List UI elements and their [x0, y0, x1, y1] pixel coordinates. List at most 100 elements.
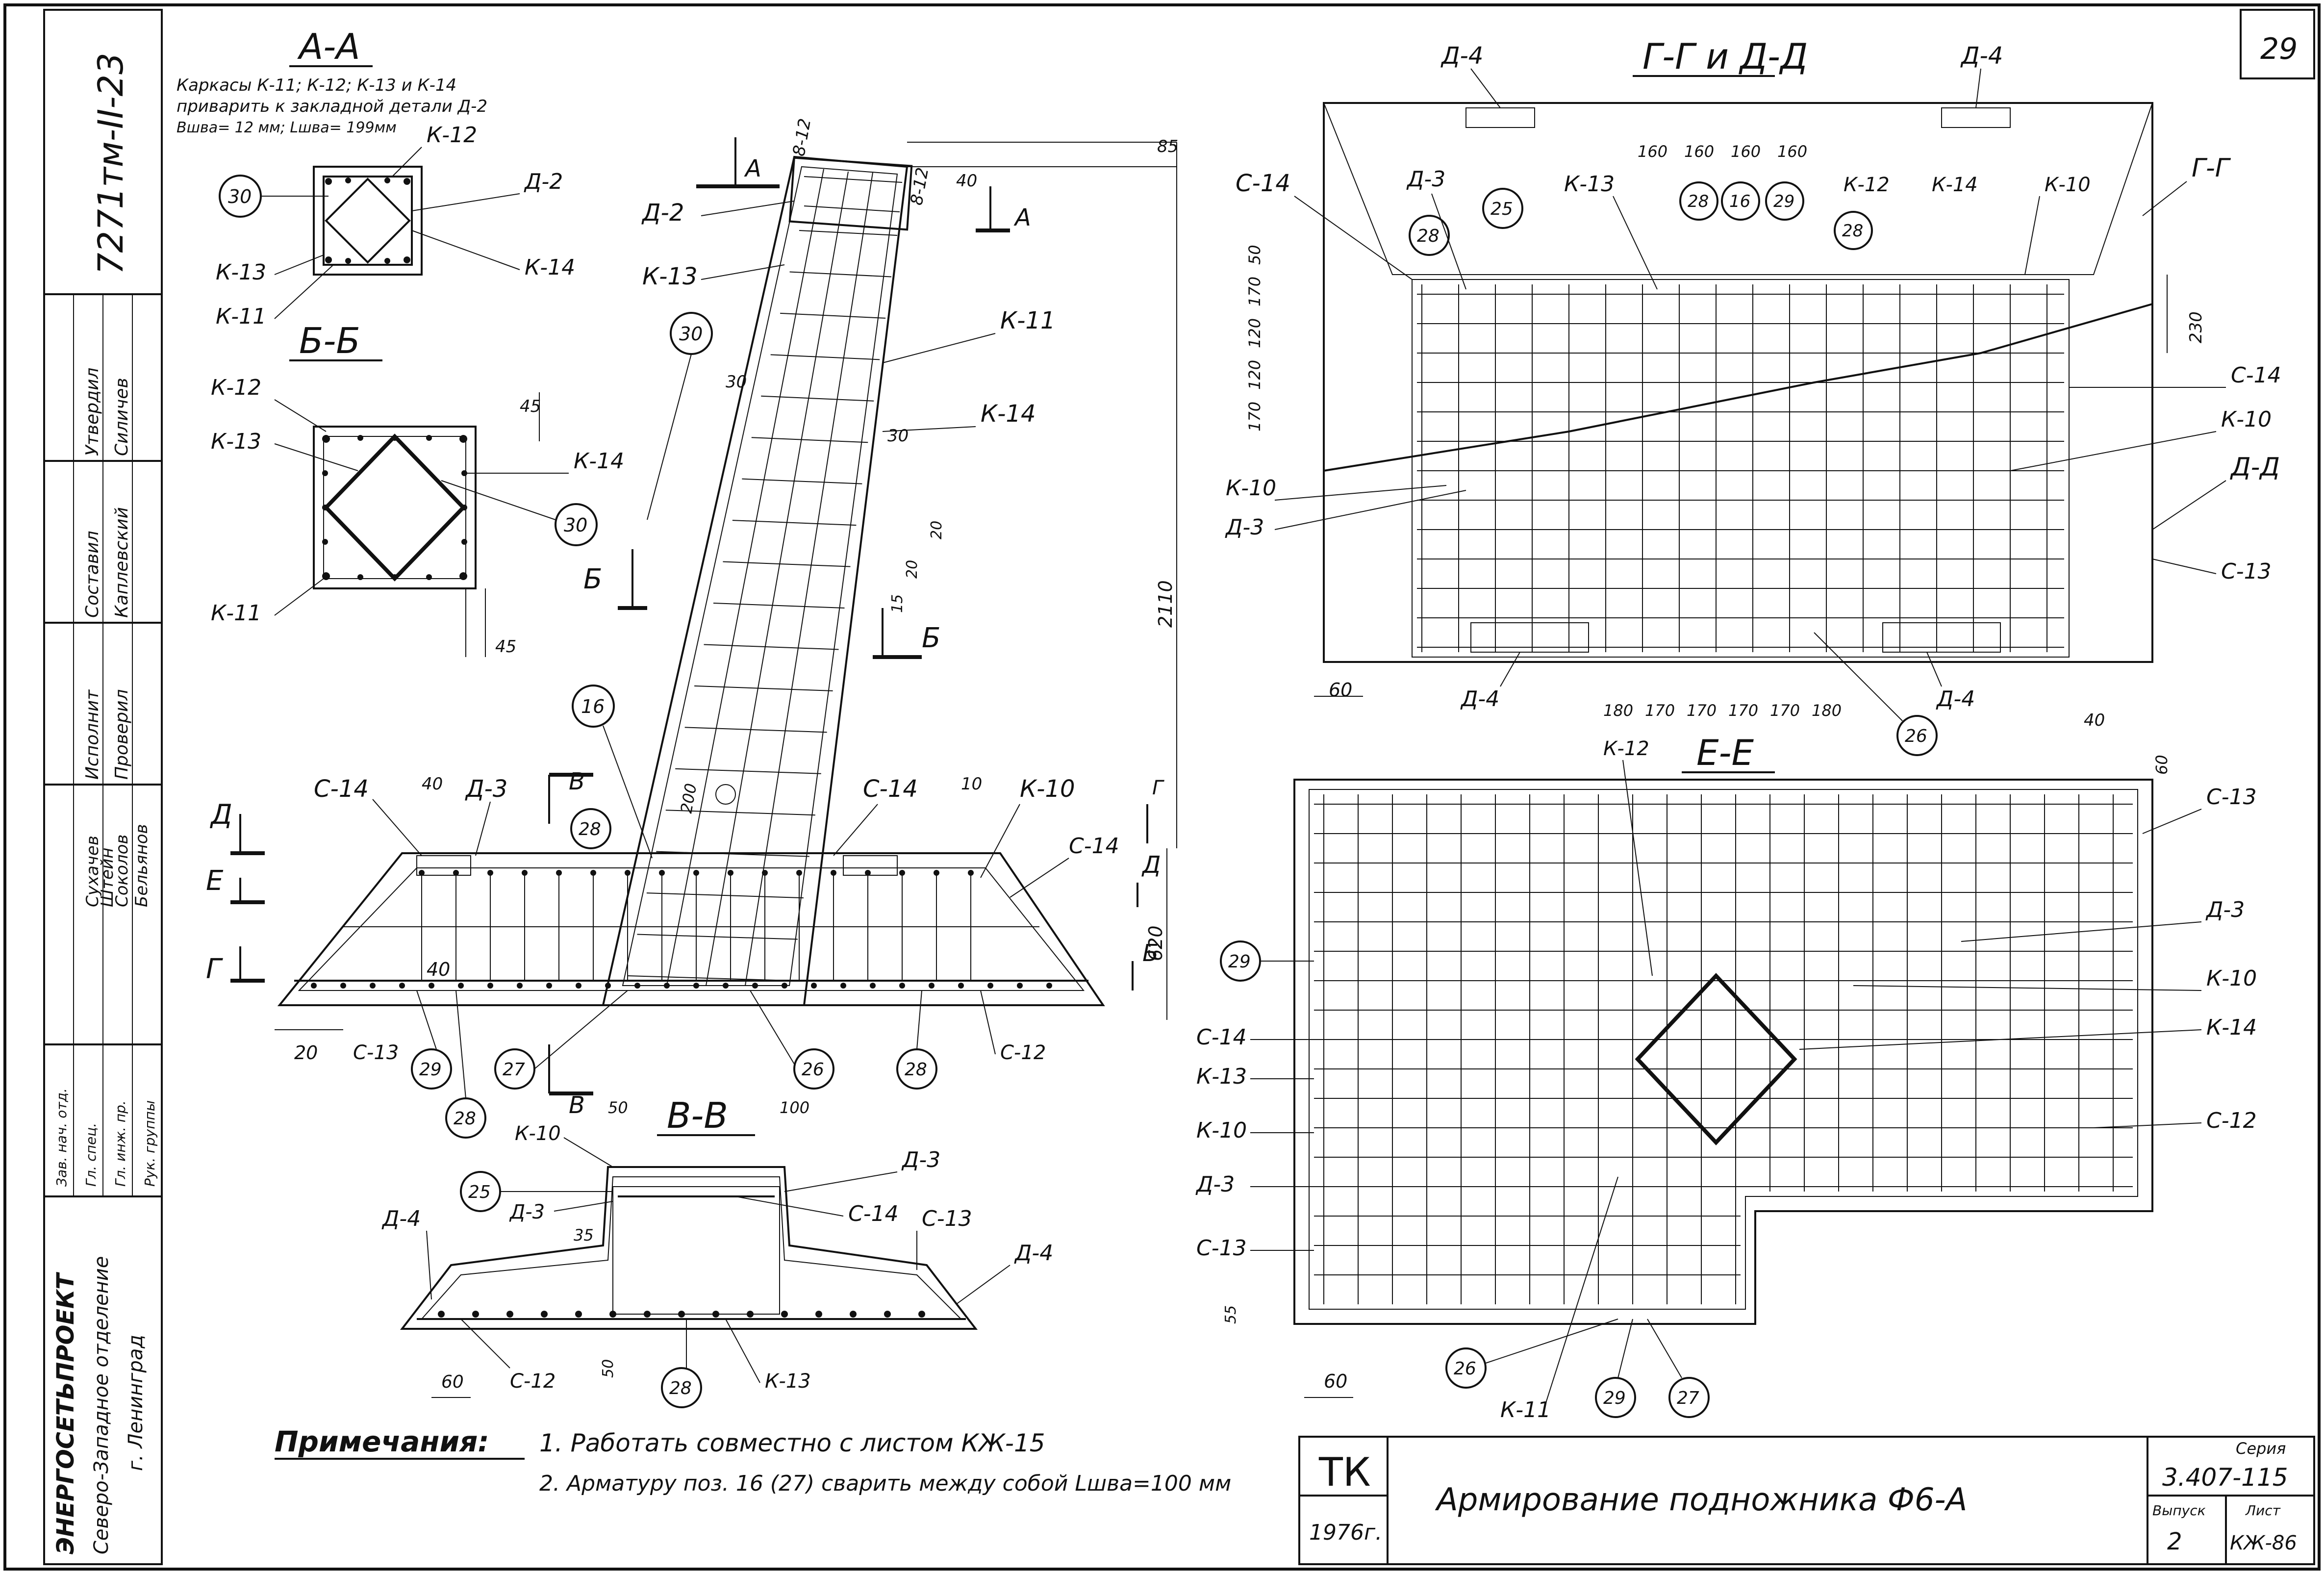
- pos-29: 29: [419, 1060, 442, 1080]
- rebar-dot: [541, 1311, 548, 1318]
- stirrup-bar: [675, 768, 821, 774]
- series-label: Серия: [2236, 1439, 2286, 1458]
- rebar-dot: [370, 983, 376, 989]
- label-d4: Д-4: [1440, 42, 1483, 70]
- cut-d: Д: [1141, 851, 1161, 879]
- rebar-dot: [723, 983, 729, 989]
- label-c14: С-14: [314, 775, 369, 803]
- role-label: Исполнит: [82, 689, 102, 780]
- dim: 40: [956, 171, 977, 191]
- pos-28: 28: [1417, 226, 1440, 246]
- stirrup-bar: [751, 437, 868, 443]
- dim-text: 180: [1603, 701, 1633, 720]
- dim-text: 170: [1728, 701, 1758, 720]
- label-k13: К-13: [765, 1370, 811, 1393]
- label-c12: С-12: [510, 1370, 556, 1393]
- rebar-dot: [929, 983, 935, 989]
- rebar-dot: [340, 983, 346, 989]
- role-label: Утвердил: [82, 368, 102, 456]
- label-k10: К-10: [515, 1122, 561, 1145]
- label-d3: Д-3: [1195, 1172, 1235, 1197]
- rebar-dot: [815, 1311, 822, 1318]
- rebar-dot: [899, 983, 905, 989]
- role-label: Зав. нач. отд.: [53, 1088, 70, 1187]
- stirrup-bar: [684, 727, 827, 733]
- stirrup-bar: [799, 230, 898, 236]
- rebar-dot: [575, 1311, 582, 1318]
- pos-30: 30: [679, 323, 703, 345]
- label-k10: К-10: [2206, 966, 2257, 991]
- cut-b: Б: [922, 622, 940, 654]
- drawing-title: Армирование подножника Ф6-А: [1435, 1482, 1967, 1518]
- pos-27: 27: [1677, 1388, 1699, 1408]
- label-c12: С-12: [2206, 1108, 2257, 1133]
- dim-text: 170: [1245, 277, 1264, 306]
- label-d4: Д-4: [1460, 686, 1499, 711]
- label-k13: К-13: [1196, 1064, 1247, 1089]
- label-c14: С-14: [1236, 170, 1290, 197]
- rebar-dot: [678, 1311, 685, 1318]
- pos-30: 30: [228, 186, 252, 207]
- pos-30: 30: [564, 514, 587, 536]
- issue-value: 2: [2167, 1528, 2182, 1555]
- label-c13: С-13: [922, 1206, 972, 1231]
- rebar-dot: [472, 1311, 479, 1318]
- dim-60: 60: [1324, 1371, 1347, 1392]
- label-d4: Д-4: [1960, 42, 2003, 70]
- rebar-dot: [644, 1311, 651, 1318]
- rebar-dot: [609, 1311, 616, 1318]
- pos-28: 28: [579, 819, 601, 839]
- rebar-dot: [811, 983, 817, 989]
- stirrup-bar: [761, 395, 874, 402]
- stirrup-bar: [637, 934, 798, 940]
- sheet-code: КЖ-86: [2230, 1532, 2297, 1554]
- stirrup-bar: [704, 644, 839, 650]
- dim-text: 120: [1245, 318, 1264, 348]
- stirrup-bar: [742, 478, 862, 484]
- pos-25: 25: [1490, 199, 1513, 219]
- label-c14: С-14: [2231, 363, 2281, 388]
- cut-a: А: [744, 155, 761, 182]
- dim-45: 45: [520, 397, 541, 416]
- stamp-tk: ТК: [1318, 1449, 1371, 1495]
- section-aa-note: Вшва= 12 мм; Lшва= 199мм: [177, 119, 397, 136]
- stirrup-bar: [694, 685, 833, 691]
- section-ee-title: Е-Е: [1696, 732, 1754, 773]
- label-c14: С-14: [848, 1201, 899, 1226]
- note-1: 1. Работать совместно с листом КЖ-15: [539, 1429, 1045, 1457]
- org-name: ЭНЕРГОСЕТЬПРОЕКТ: [52, 1272, 79, 1554]
- label-k11: К-11: [211, 601, 261, 626]
- label-k13: К-13: [211, 429, 261, 454]
- dim-230: 230: [2186, 311, 2206, 343]
- signer-name: Сухачев: [83, 836, 102, 907]
- pos-29: 29: [1228, 952, 1251, 972]
- label-k12: К-12: [211, 375, 261, 400]
- label-d4: Д-4: [381, 1206, 421, 1231]
- stirrup-bar: [723, 561, 851, 567]
- pos-27: 27: [503, 1060, 525, 1080]
- label-k14: К-14: [981, 400, 1036, 428]
- label-c13: С-13: [353, 1041, 399, 1064]
- cut-dd: Д-Д: [2230, 453, 2280, 482]
- stirrup-bar: [770, 354, 880, 360]
- rebar-dot: [1046, 983, 1052, 989]
- role-label: Рук. группы: [142, 1100, 158, 1187]
- pos-28: 28: [905, 1060, 927, 1080]
- role-label: Гл. спец.: [83, 1123, 99, 1187]
- cut-b: Б: [1142, 939, 1159, 967]
- label-k13: К-13: [1564, 172, 1615, 197]
- sheet-number: 29: [2260, 32, 2298, 66]
- dim-55: 55: [1222, 1305, 1239, 1324]
- rebar-dot: [634, 983, 640, 989]
- note-2: 2. Арматуру поз. 16 (27) сварить между с…: [539, 1471, 1231, 1496]
- issue-label: Выпуск: [2152, 1502, 2206, 1519]
- org-city: г. Ленинград: [125, 1335, 147, 1471]
- org-branch: Северо-Западное отделение: [90, 1256, 113, 1554]
- dim-40: 40: [427, 959, 450, 980]
- label-c13: С-13: [2221, 559, 2272, 584]
- rebar-dot: [958, 983, 964, 989]
- dim-text: 160: [1638, 142, 1667, 161]
- section-vv: В-В К-10 50 100 25 Д-3 35 Д-4 Д-3 С-14 С…: [381, 1095, 1053, 1408]
- section-ee: Е-Е К-12 40 60 С-13 29 Д-3 К-10 К-14 С-1…: [1195, 711, 2257, 1422]
